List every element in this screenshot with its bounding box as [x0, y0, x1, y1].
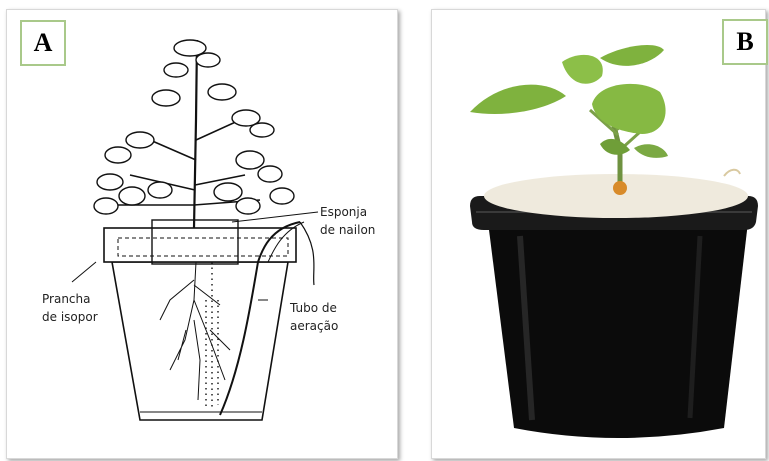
- hydroponic-pot-drawing: [72, 40, 318, 420]
- pot-photo: [470, 45, 758, 438]
- leaf-center: [592, 84, 666, 134]
- label-tube-2: aeração: [290, 319, 338, 333]
- stem: [194, 40, 197, 228]
- label-board-1: Prancha: [42, 292, 90, 306]
- leaf-small: [600, 139, 630, 155]
- panel-a-badge: A: [20, 20, 66, 66]
- panel-b-badge: B: [722, 19, 768, 65]
- leaf-left: [470, 85, 566, 114]
- leaf-top-right: [600, 45, 664, 66]
- label-board-2: de isopor: [42, 310, 98, 324]
- styrofoam-board: [104, 228, 296, 262]
- label-sponge-2: de nailon: [320, 223, 375, 237]
- label-tube-1: Tubo de: [289, 301, 337, 315]
- leaf-right-small: [634, 144, 668, 158]
- pot-outline: [112, 262, 288, 420]
- cream-lid: [484, 174, 748, 218]
- label-sponge-1: Esponja: [320, 205, 367, 219]
- leaf-top: [562, 55, 603, 84]
